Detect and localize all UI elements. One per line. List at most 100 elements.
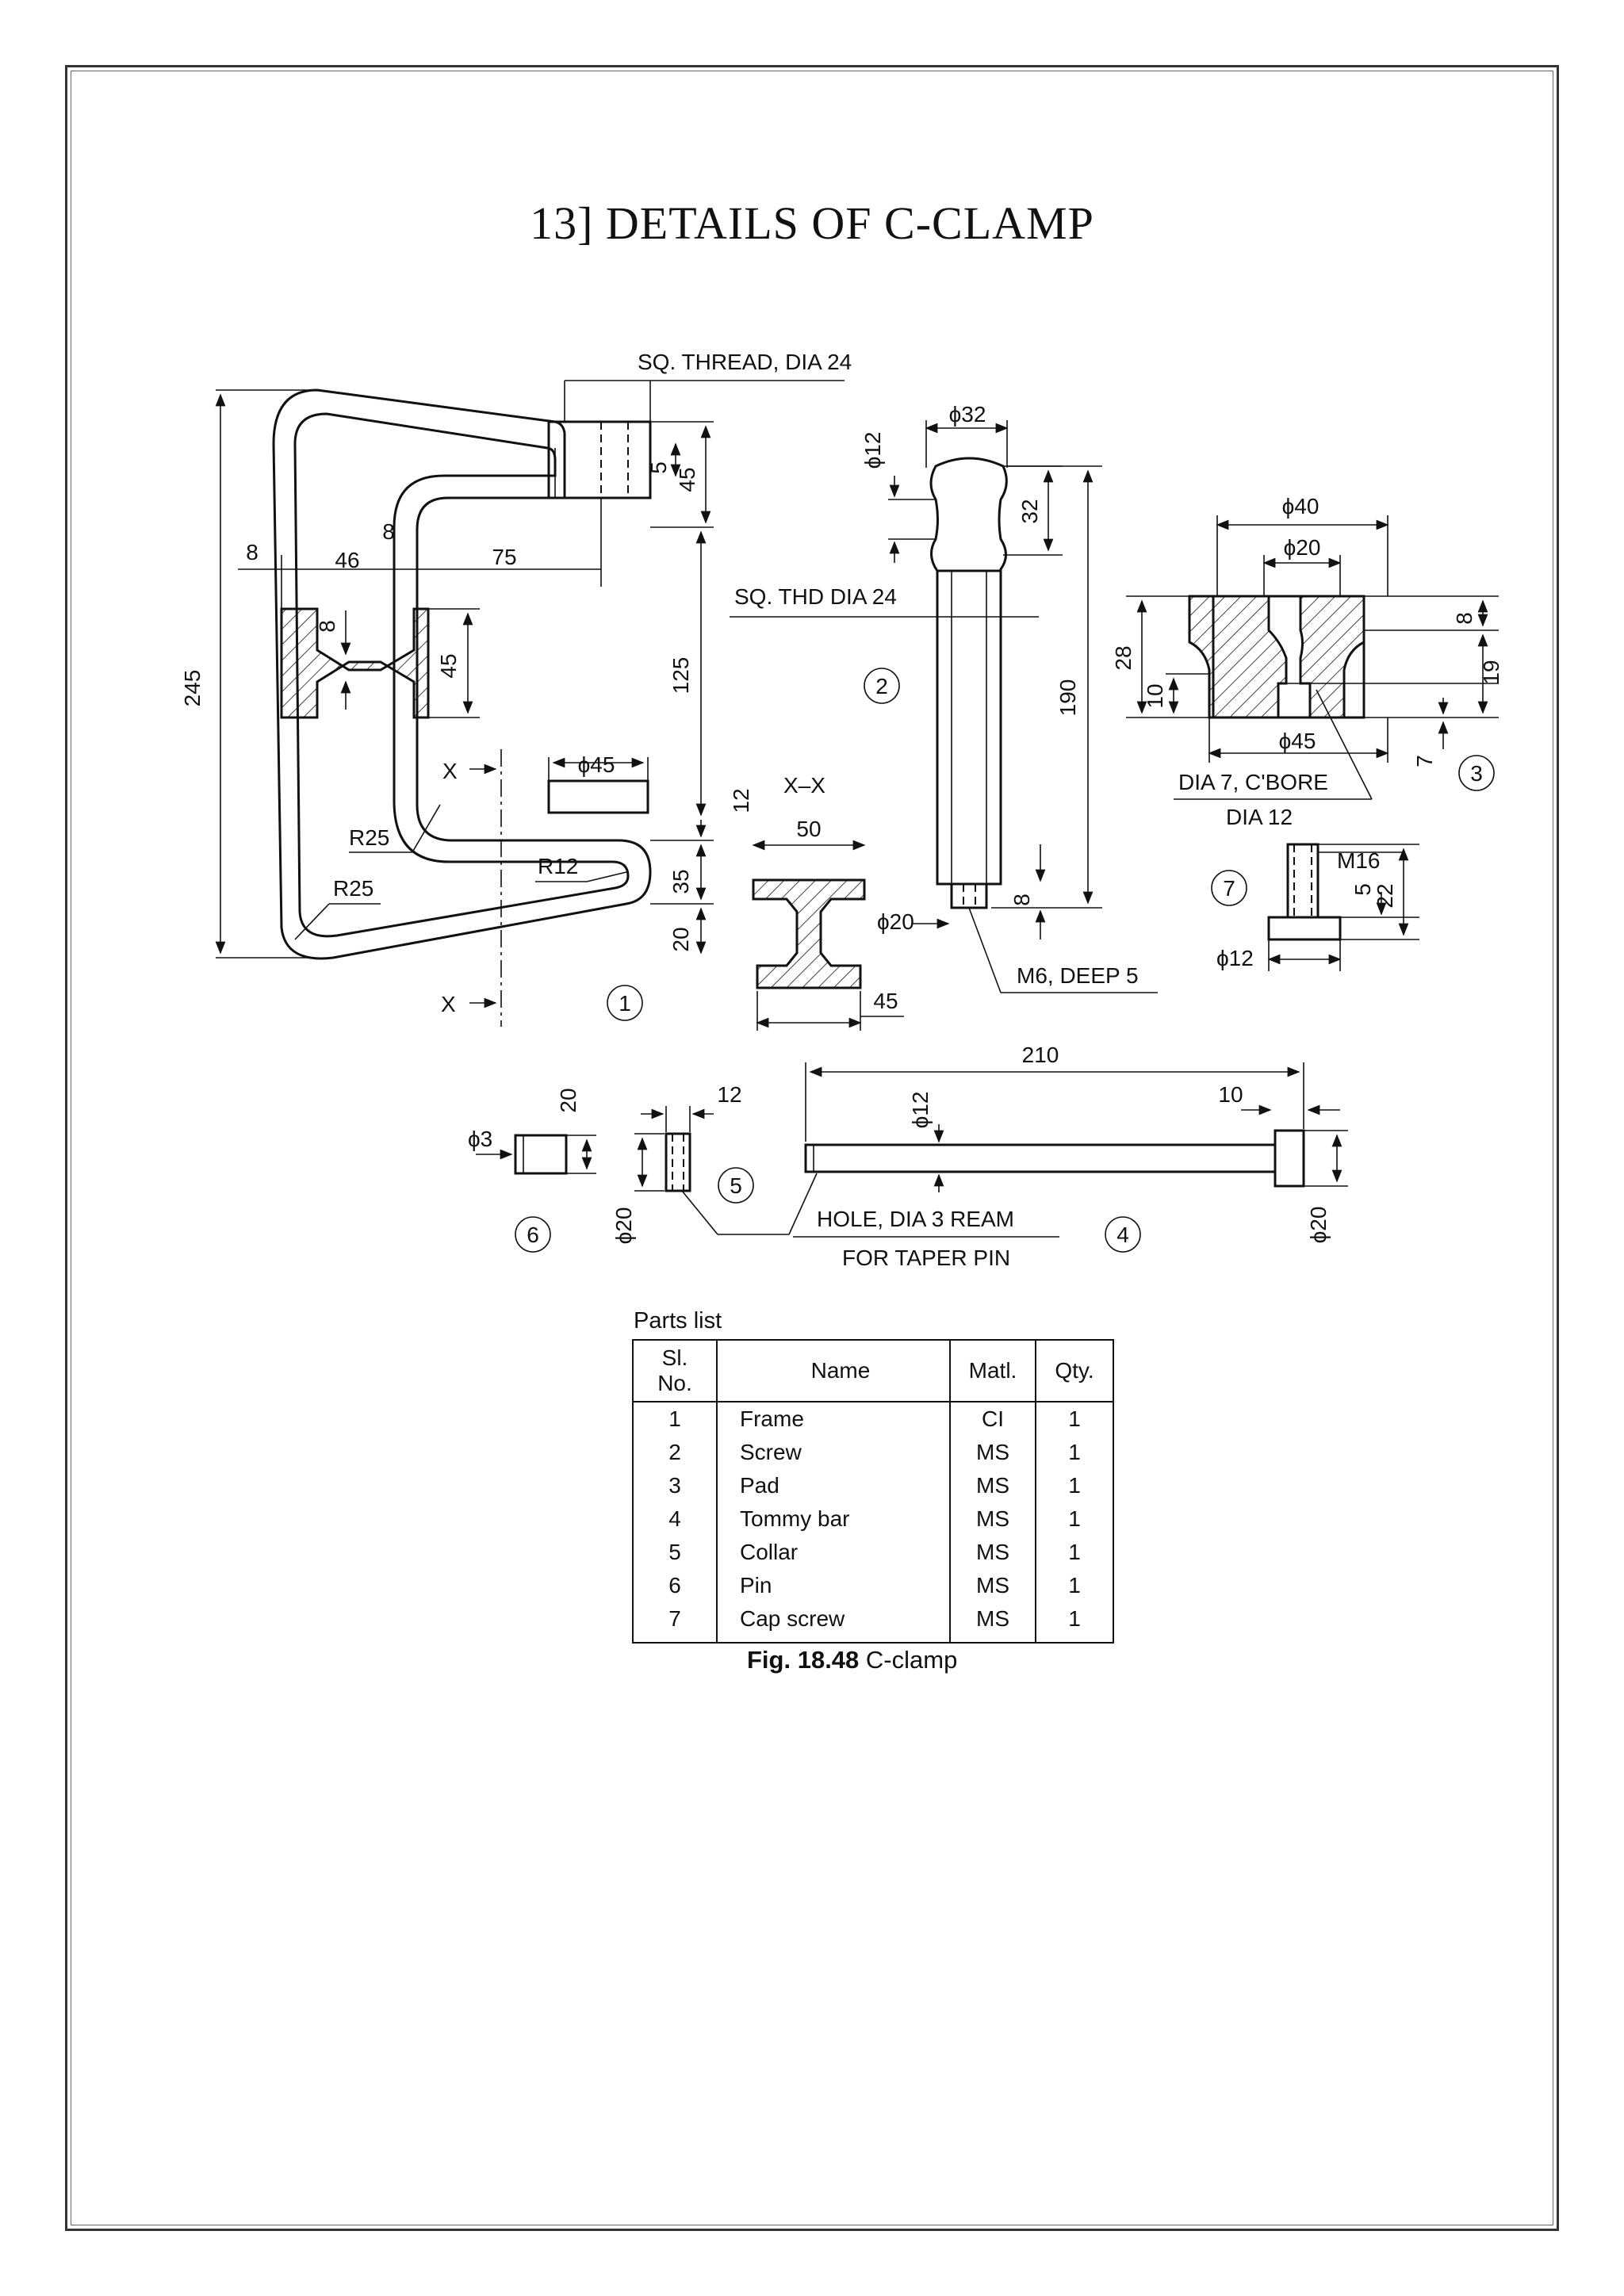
figure-number: Fig. 18.48 (747, 1646, 860, 1674)
collar-dim-phi20: ϕ20 (611, 1207, 636, 1245)
cell-qty: 1 (1035, 1402, 1114, 1436)
cell-sl-no: 5 (632, 1536, 718, 1569)
page-title: 13] DETAILS OF C-CLAMP (530, 197, 1094, 249)
pad-dim-19: 19 (1479, 660, 1503, 684)
table-row: 7 Cap screw MS 1 (632, 1602, 1114, 1644)
cell-sl-no: 3 (632, 1469, 718, 1502)
cell-qty: 1 (1035, 1602, 1114, 1644)
table-row: 6 Pin MS 1 (632, 1569, 1114, 1602)
frame-dim-5: 5 (646, 461, 671, 474)
cell-qty: 1 (1035, 1569, 1114, 1602)
tommy-bar-part: 210 10 ϕ12 ϕ20 HOLE, DIA 3 REAM FOR TAPE… (681, 1043, 1348, 1270)
section-xx: X–X 50 45 (752, 773, 904, 1031)
tommy-dim-phi20: ϕ20 (1306, 1207, 1331, 1244)
frame-x-top: X (442, 759, 458, 783)
frame-dim-phi45: ϕ45 (578, 752, 615, 777)
section-xx-label: X–X (783, 773, 825, 798)
cell-qty: 1 (1035, 1469, 1114, 1502)
screw-dim-32: 32 (1017, 499, 1042, 523)
pad-dim-phi20: ϕ20 (1284, 535, 1321, 560)
collar-dim-12: 12 (717, 1082, 741, 1107)
cap-dim-m16: M16 (1337, 848, 1380, 873)
frame-thread-label: SQ. THREAD, DIA 24 (638, 350, 852, 374)
parts-list-header-row: Sl. No. Name Matl. Qty. (632, 1339, 1114, 1402)
frame-dim-45top: 45 (675, 467, 699, 492)
frame-r25a: R25 (349, 825, 389, 850)
part-number-7: 7 (1223, 876, 1235, 901)
part-number-3: 3 (1470, 761, 1483, 786)
frame-dim-8c: 8 (315, 620, 339, 633)
frame-r25b: R25 (333, 876, 373, 901)
cap-dim-phi12: ϕ12 (1216, 946, 1254, 970)
table-row: 2 Screw MS 1 (632, 1436, 1114, 1469)
frame-part: 245 8 46 8 75 8 45 SQ. THREAD, DIA 24 45… (180, 350, 852, 1027)
collar-part: 12 ϕ20 5 (611, 1082, 754, 1245)
frame-x-bot: X (441, 992, 456, 1016)
cell-matl: MS (949, 1502, 1036, 1536)
frame-dim-8a: 8 (246, 540, 259, 564)
tommy-dim-phi12: ϕ12 (908, 1092, 933, 1129)
cell-qty: 1 (1035, 1502, 1114, 1536)
pad-cbore-2: DIA 12 (1226, 805, 1293, 829)
frame-dim-245: 245 (180, 670, 205, 707)
pad-dim-8: 8 (1452, 612, 1477, 625)
part-number-1: 1 (619, 991, 631, 1016)
section-xx-dim-45: 45 (873, 989, 898, 1013)
cell-matl: MS (949, 1569, 1036, 1602)
cell-name: Pin (716, 1569, 951, 1602)
part-number-2: 2 (875, 674, 888, 698)
screw-thread-label: SQ. THD DIA 24 (734, 584, 897, 609)
header-name: Name (716, 1339, 951, 1402)
cell-name: Screw (716, 1436, 951, 1469)
cell-sl-no: 6 (632, 1569, 718, 1602)
screw-m6-label: M6, DEEP 5 (1017, 963, 1139, 988)
cap-screw-part: M16 5 22 ϕ12 7 (1211, 843, 1419, 971)
frame-dim-8b: 8 (382, 519, 395, 544)
tommy-hole-2: FOR TAPER PIN (842, 1246, 1010, 1270)
screw-part: ϕ32 ϕ12 32 190 SQ. THD DIA 24 ϕ20 8 M6, … (730, 402, 1158, 993)
section-xx-dim-50: 50 (796, 817, 821, 841)
cell-name: Pad (716, 1469, 951, 1502)
parts-list: Parts list Sl. No. Name Matl. Qty. 1 Fra… (632, 1308, 1114, 1644)
cell-matl: MS (949, 1602, 1036, 1644)
cell-matl: MS (949, 1536, 1036, 1569)
pad-dim-phi40: ϕ40 (1282, 494, 1320, 519)
screw-dim-phi12: ϕ12 (860, 432, 885, 469)
cap-dim-5: 5 (1350, 883, 1375, 896)
figure-text: C-clamp (865, 1646, 958, 1674)
frame-dim-125: 125 (668, 657, 693, 695)
pin-dim-phi3: ϕ3 (468, 1127, 492, 1151)
part-number-4: 4 (1116, 1223, 1129, 1247)
pad-dim-10: 10 (1143, 683, 1167, 708)
cell-matl: MS (949, 1436, 1036, 1469)
cell-sl-no: 4 (632, 1502, 718, 1536)
cell-sl-no: 7 (632, 1602, 718, 1644)
frame-r12: R12 (538, 854, 578, 878)
cell-qty: 1 (1035, 1436, 1114, 1469)
pin-dim-20: 20 (556, 1088, 580, 1112)
table-row: 1 Frame CI 1 (632, 1402, 1114, 1436)
parts-list-table: Sl. No. Name Matl. Qty. 1 Frame CI 1 2 S… (632, 1339, 1114, 1644)
page-border (65, 65, 1559, 2231)
screw-dim-8: 8 (1009, 894, 1034, 906)
part-number-5: 5 (730, 1173, 742, 1198)
figure-caption: Fig. 18.48 C-clamp (747, 1646, 957, 1674)
tommy-dim-210: 210 (1022, 1043, 1059, 1067)
header-matl: Matl. (949, 1339, 1036, 1402)
cell-name: Collar (716, 1536, 951, 1569)
table-row: 3 Pad MS 1 (632, 1469, 1114, 1502)
frame-dim-12: 12 (729, 788, 753, 813)
frame-dim-75: 75 (492, 545, 516, 569)
frame-dim-35: 35 (668, 869, 693, 894)
header-qty: Qty. (1035, 1339, 1114, 1402)
screw-dim-phi32: ϕ32 (949, 402, 986, 427)
cell-sl-no: 2 (632, 1436, 718, 1469)
cap-dim-22: 22 (1373, 883, 1397, 908)
pad-part: ϕ40 ϕ20 28 10 8 19 7 ϕ45 DIA 7, C'BORE (1111, 494, 1503, 829)
tommy-dim-10: 10 (1218, 1082, 1243, 1107)
frame-dim-45v: 45 (436, 653, 461, 678)
frame-dim-20: 20 (668, 927, 693, 951)
table-row: 5 Collar MS 1 (632, 1536, 1114, 1569)
cell-matl: CI (949, 1402, 1036, 1436)
